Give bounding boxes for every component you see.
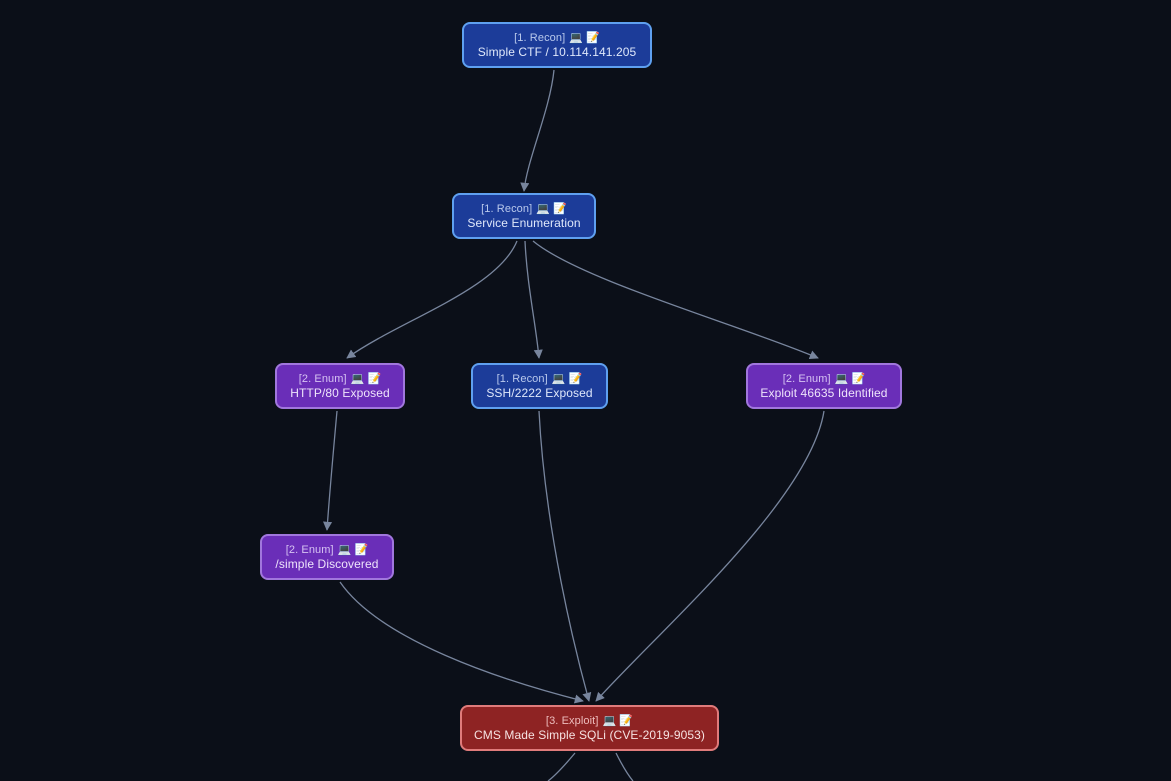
node-phase-label: [1. Recon] <box>514 31 566 44</box>
memo-icon: 📝 <box>367 372 382 385</box>
graph-edges <box>323 69 825 781</box>
laptop-icon: 💻 <box>602 714 617 727</box>
graph-edge <box>532 240 819 360</box>
memo-icon: 📝 <box>568 372 583 385</box>
node-phase-label: [2. Enum] <box>298 372 347 385</box>
node-title-label: Simple CTF / 10.114.141.205 <box>477 44 637 59</box>
graph-edge <box>339 581 584 704</box>
node-phase-row: [3. Exploit] 💻 📝 <box>546 715 633 728</box>
graph-edge <box>615 752 634 781</box>
memo-icon: 📝 <box>851 372 866 385</box>
node-phase-label: [1. Recon] <box>496 372 548 385</box>
node-title-label: Exploit 46635 Identified <box>760 385 888 400</box>
node-phase-row: [1. Recon] 💻 📝 <box>497 373 583 386</box>
node-icon-group: 💻 📝 <box>602 714 634 727</box>
memo-icon: 📝 <box>586 31 600 44</box>
graph-edge <box>524 240 543 359</box>
node-title-label: /simple Discovered <box>275 556 379 571</box>
graph-edge <box>346 240 518 359</box>
memo-icon: 📝 <box>619 714 634 727</box>
node-icon-group: 💻 📝 <box>551 372 583 385</box>
graph-edge <box>538 410 592 702</box>
node-phase-row: [2. Enum] 💻 📝 <box>286 544 369 557</box>
node-phase-label: [2. Enum] <box>782 372 831 385</box>
node-phase-label: [1. Recon] <box>481 202 533 215</box>
node-icon-group: 💻 📝 <box>834 372 866 385</box>
graph-node-target[interactable]: [1. Recon] 💻 📝 Simple CTF / 10.114.141.2… <box>462 22 652 68</box>
node-icon-group: 💻 📝 <box>337 543 369 556</box>
laptop-icon: 💻 <box>834 372 849 385</box>
node-icon-group: 💻 📝 <box>536 202 567 215</box>
node-phase-row: [2. Enum] 💻 📝 <box>783 373 866 386</box>
node-title-label: CMS Made Simple SQLi (CVE-2019-9053) <box>473 727 706 742</box>
graph-node-service-enum[interactable]: [1. Recon] 💻 📝 Service Enumeration <box>452 193 596 239</box>
node-icon-group: 💻 📝 <box>569 31 600 44</box>
laptop-icon: 💻 <box>350 372 365 385</box>
laptop-icon: 💻 <box>569 31 584 44</box>
node-icon-group: 💻 📝 <box>350 372 382 385</box>
graph-node-http-80[interactable]: [2. Enum] 💻 📝 HTTP/80 Exposed <box>275 363 405 409</box>
graph-node-ssh-2222[interactable]: [1. Recon] 💻 📝 SSH/2222 Exposed <box>471 363 608 409</box>
laptop-icon: 💻 <box>551 372 566 385</box>
graph-node-exploit-46635[interactable]: [2. Enum] 💻 📝 Exploit 46635 Identified <box>746 363 902 409</box>
node-phase-label: [3. Exploit] <box>545 714 599 727</box>
node-phase-row: [2. Enum] 💻 📝 <box>299 373 382 386</box>
graph-node-simple-dir[interactable]: [2. Enum] 💻 📝 /simple Discovered <box>260 534 394 580</box>
laptop-icon: 💻 <box>536 202 551 215</box>
memo-icon: 📝 <box>553 202 567 215</box>
graph-edge <box>547 752 576 781</box>
node-phase-row: [1. Recon] 💻 📝 <box>514 32 600 45</box>
node-phase-row: [1. Recon] 💻 📝 <box>481 203 567 216</box>
graph-edge <box>595 410 825 702</box>
node-title-label: HTTP/80 Exposed <box>290 385 390 400</box>
node-title-label: SSH/2222 Exposed <box>486 385 593 400</box>
laptop-icon: 💻 <box>337 543 352 556</box>
graph-edge <box>323 410 338 531</box>
graph-edge <box>520 69 555 192</box>
node-title-label: Service Enumeration <box>467 215 581 230</box>
graph-node-cms-sqli[interactable]: [3. Exploit] 💻 📝 CMS Made Simple SQLi (C… <box>460 705 719 751</box>
memo-icon: 📝 <box>354 543 369 556</box>
node-phase-label: [2. Enum] <box>285 543 334 556</box>
